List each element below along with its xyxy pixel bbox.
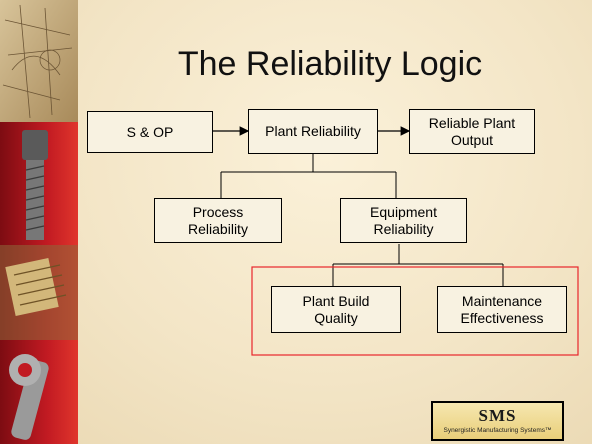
sms-logo-subtitle: Synergistic Manufacturing Systems™ [443,427,552,434]
wrench-image [9,354,49,440]
connector-equipment-children [332,244,504,286]
node-plant-build-quality: Plant Build Quality [271,286,401,333]
bolt-image [22,130,48,240]
highlight-frame [251,266,579,356]
node-process-reliability: Process Reliability [154,198,282,243]
sms-logo-main: SMS [478,406,517,425]
connector-plant-children [220,153,397,198]
node-reliable-plant-output: Reliable Plant Output [409,109,535,154]
left-image-strip [0,0,78,444]
slide-title: The Reliability Logic [177,45,483,83]
node-maintenance-effectiveness: Maintenance Effectiveness [437,286,567,333]
blueprint-image [0,0,78,122]
node-plant-reliability: Plant Reliability [248,109,378,154]
node-equipment-reliability: Equipment Reliability [340,198,467,243]
circuit-image [0,245,78,340]
node-s-op: S & OP [87,111,213,153]
sms-logo: SMS Synergistic Manufacturing Systems™ [431,401,564,441]
